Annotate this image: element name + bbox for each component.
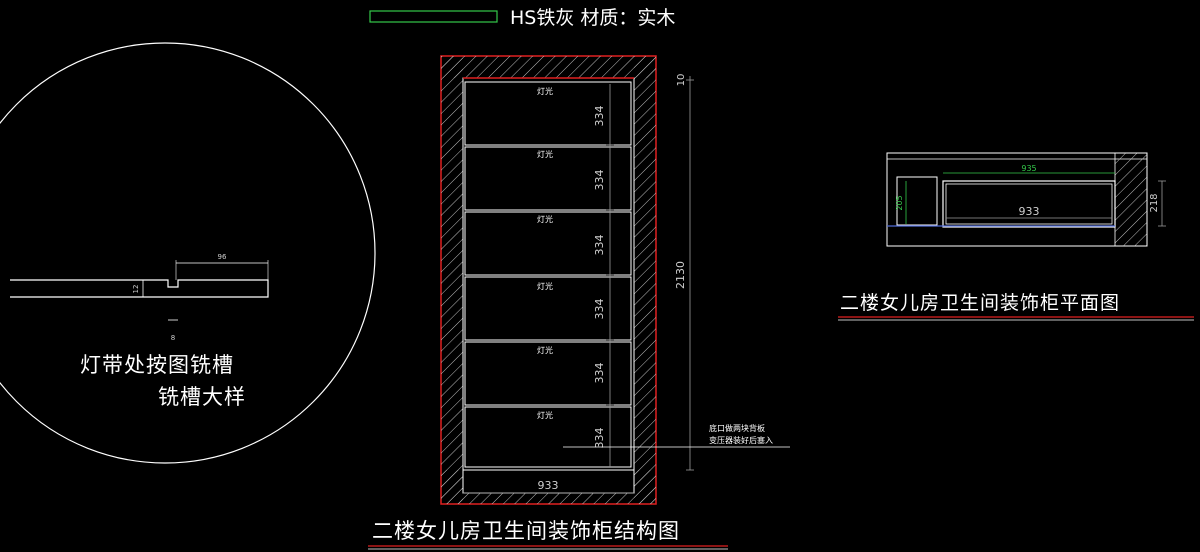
plan-depth-label: 218 [1149, 193, 1160, 212]
dim-gap-label: 8 [171, 334, 175, 342]
plan-wall-hatch [1114, 152, 1148, 247]
light-label: 灯光 [537, 149, 553, 159]
shelf-compartment [464, 211, 632, 276]
bottom-width-label: 933 [538, 479, 559, 492]
elevation-note-2: 变压器装好后塞入 [709, 435, 773, 445]
groove-detail: 96 12 8 灯带处按图铣槽 铣槽大样 [0, 42, 376, 464]
shelf-dim-label: 334 [593, 106, 606, 127]
material-legend: HS铁灰 材质：实木 [369, 7, 675, 29]
wall-left [441, 56, 463, 504]
dim-width-label: 96 [218, 253, 227, 261]
light-label: 灯光 [537, 410, 553, 420]
wall-top [441, 56, 656, 78]
shelf-dimensions: 334 334 334 334 334 334 [593, 84, 614, 467]
light-label: 灯光 [537, 281, 553, 291]
elevation-note-1: 底口做两块背板 [709, 423, 765, 433]
light-labels: 灯光 灯光 灯光 灯光 灯光 灯光 [537, 86, 553, 420]
light-label: 灯光 [537, 345, 553, 355]
shelf-compartment [464, 406, 632, 468]
dim-height-label: 12 [132, 285, 140, 294]
cabinet-elevation: 灯光 灯光 灯光 灯光 灯光 灯光 334 334 334 334 334 33… [368, 55, 790, 550]
board-profile [10, 279, 269, 298]
shelf-dim-label: 334 [593, 428, 606, 449]
material-swatch [369, 10, 498, 23]
shelves [464, 81, 632, 468]
plan-top-width-label: 935 [1021, 164, 1036, 173]
detail-note-2: 铣槽大样 [158, 385, 246, 409]
light-label: 灯光 [537, 214, 553, 224]
shelf-compartment [464, 341, 632, 406]
shelf-compartment [464, 276, 632, 341]
shelf-compartment [464, 146, 632, 211]
elevation-title: 二楼女儿房卫生间装饰柜结构图 [372, 519, 680, 543]
wall-right [634, 56, 656, 504]
plan-outline [886, 152, 1148, 247]
plan-side-box [896, 176, 938, 226]
plan-inner-width-label: 933 [1019, 205, 1040, 218]
plan-cabinet-body [942, 180, 1116, 228]
material-text: HS铁灰 材质：实木 [510, 7, 675, 29]
cabinet-plan: 935 205 933 218 二楼女儿房卫生间装饰柜平面图 [838, 152, 1194, 321]
top-gap-label: 10 [676, 74, 687, 87]
light-label: 灯光 [537, 86, 553, 96]
shelf-compartment [464, 81, 632, 146]
shelf-dim-label: 334 [593, 363, 606, 384]
plan-title: 二楼女儿房卫生间装饰柜平面图 [840, 292, 1120, 314]
overall-height-dimension: 10 2130 [674, 74, 694, 471]
shelf-dim-label: 334 [593, 170, 606, 191]
detail-circle [0, 42, 376, 464]
overall-height-label: 2130 [674, 261, 687, 289]
plan-side-label: 205 [895, 195, 904, 210]
detail-note-1: 灯带处按图铣槽 [80, 353, 234, 377]
shelf-dim-label: 334 [593, 235, 606, 256]
shelf-dim-label: 334 [593, 299, 606, 320]
